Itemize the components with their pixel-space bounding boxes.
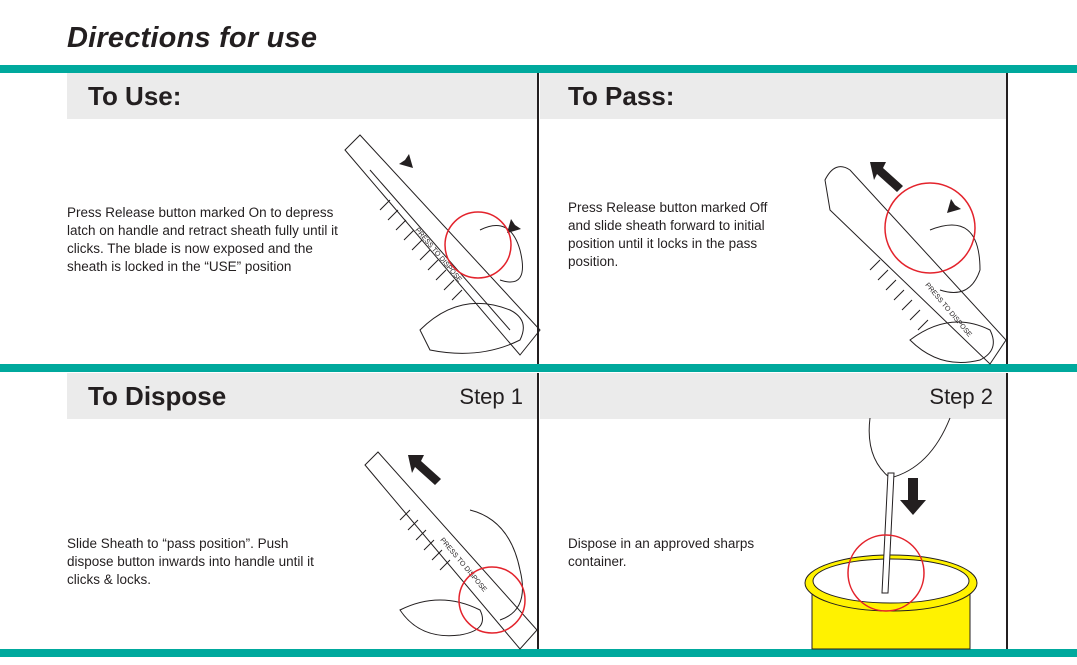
dispose-step2-header: Step 2: [540, 373, 1007, 419]
to-use-instructions: Press Release button marked On to depres…: [67, 205, 338, 274]
column-divider: [537, 73, 539, 364]
scalpel-dispose-illustration: PRESS TO DISPOSE: [364, 451, 538, 650]
highlight-circle: [884, 182, 976, 274]
column-divider: [537, 373, 539, 649]
press-to-dispose-label: PRESS TO DISPOSE: [413, 227, 462, 284]
to-pass-instructions: Press Release button marked Off and slid…: [568, 200, 768, 269]
step-2-label: Step 2: [929, 384, 993, 409]
arrow-icon: [947, 190, 970, 213]
highlight-circle: [458, 566, 526, 634]
right-border: [1006, 73, 1008, 364]
highlight-circle: [444, 211, 512, 279]
scalpel-use-illustration: PRESS TO DISPOSE: [344, 134, 541, 356]
divider-top: [0, 65, 1077, 73]
to-use-header: To Use:: [67, 73, 537, 119]
arrow-icon: [390, 145, 413, 168]
divider-bottom: [0, 649, 1077, 657]
arrow-icon: [408, 455, 441, 485]
to-pass-header: To Pass:: [540, 73, 1007, 119]
arrow-icon: [507, 210, 530, 233]
arrow-down-icon: [900, 478, 926, 515]
highlight-circle: [847, 534, 925, 612]
press-to-dispose-label: PRESS TO DISPOSE: [923, 282, 972, 339]
to-dispose-heading: To Dispose: [88, 381, 227, 411]
sharps-container-illustration: [804, 417, 978, 650]
dispose-step1-header: To Dispose Step 1: [67, 373, 537, 419]
arrow-icon: [870, 162, 903, 192]
divider-middle: [0, 364, 1077, 372]
to-pass-heading: To Pass:: [568, 81, 675, 111]
step-1-label: Step 1: [459, 384, 523, 409]
dispose-step2-instructions: Dispose in an approved sharps container.: [568, 536, 755, 569]
page-title: Directions for use: [67, 22, 318, 54]
right-border: [1006, 373, 1008, 649]
dispose-step1-instructions: Slide Sheath to “pass position”. Push di…: [67, 536, 314, 587]
scalpel-pass-illustration: PRESS TO DISPOSE: [824, 162, 1007, 365]
to-use-heading: To Use:: [88, 81, 182, 111]
